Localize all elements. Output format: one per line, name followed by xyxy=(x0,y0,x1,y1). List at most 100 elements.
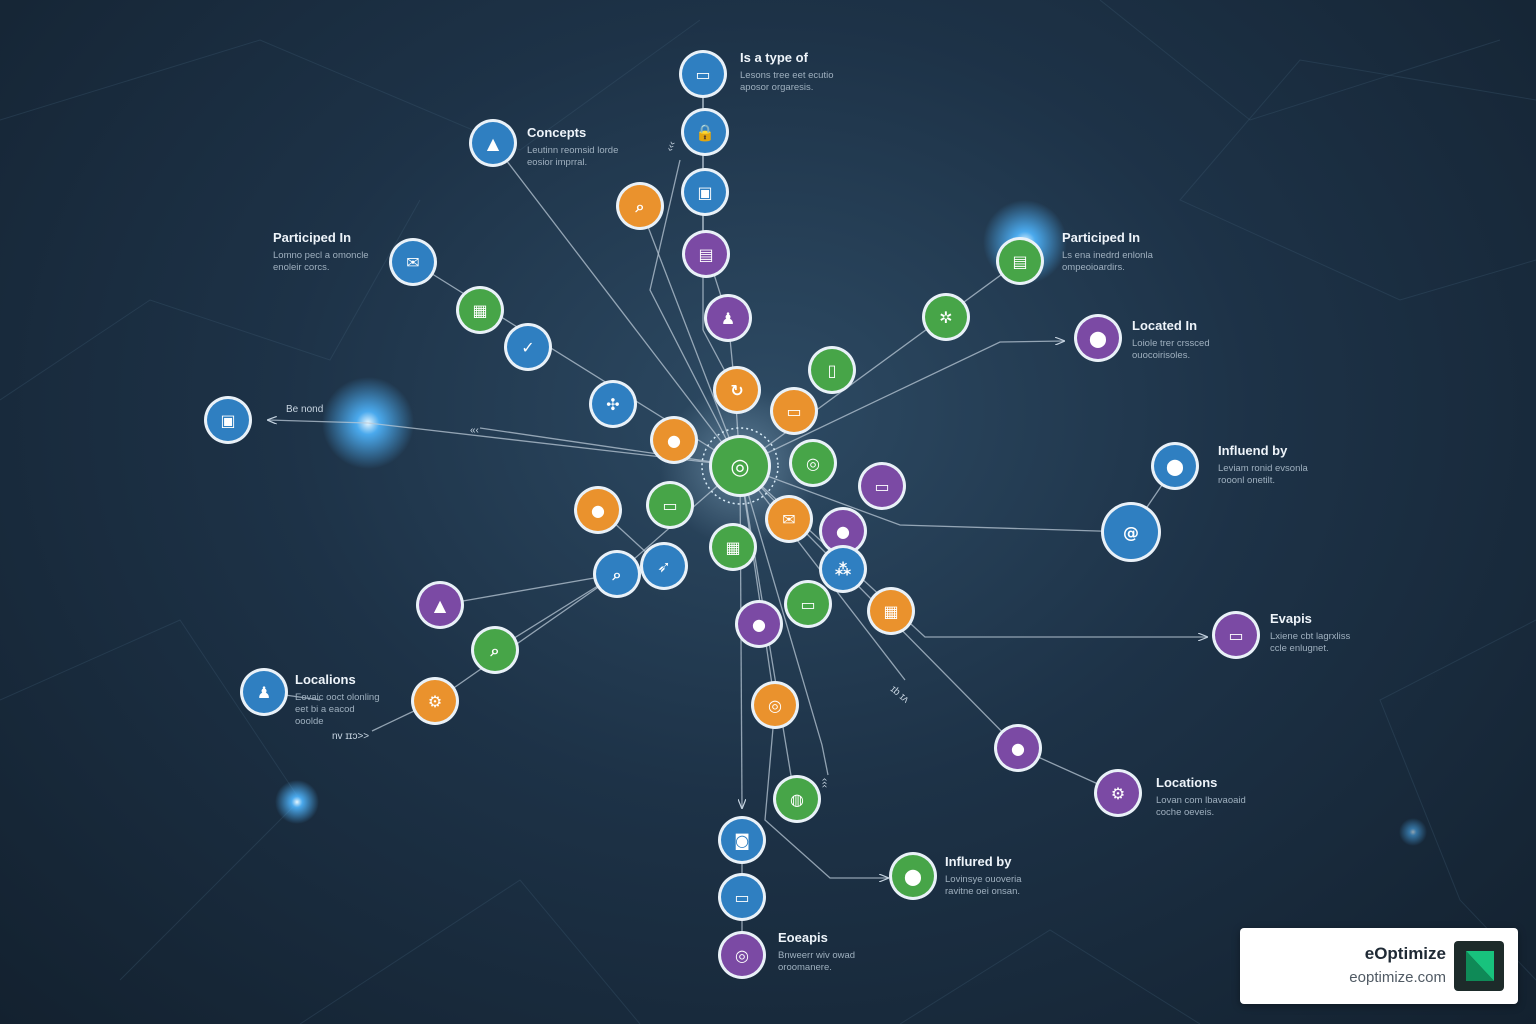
label-description-line: Lovan com lbavaoaid xyxy=(1156,795,1246,806)
node-n-green-2[interactable]: ▯ xyxy=(808,346,856,394)
chat-icon: ▭ xyxy=(800,595,815,614)
node-n-bottom-3[interactable]: ◎ xyxy=(718,931,766,979)
node-n-top-3[interactable]: ▣ xyxy=(681,168,729,216)
node-n-orange-1[interactable]: ⌕ xyxy=(616,182,664,230)
node-n-purple-3[interactable]: ▲ xyxy=(416,581,464,629)
node-n-bottom-1[interactable]: ◙ xyxy=(718,816,766,864)
node-fill xyxy=(999,240,1041,282)
node-n-part-left[interactable]: ✉ xyxy=(389,238,437,286)
node-fill xyxy=(707,297,749,339)
ab-mark-label: ɪb ɪʌ xyxy=(888,684,911,706)
node-n-green-3[interactable]: ◎ xyxy=(789,439,837,487)
node-n-top-1[interactable]: ▭ xyxy=(679,50,727,98)
person-icon: ● xyxy=(591,501,605,520)
node-n-green-8[interactable]: ◍ xyxy=(773,775,821,823)
node-n-blue-5[interactable]: ⁂ xyxy=(819,545,867,593)
node-n-concepts[interactable]: ▲ xyxy=(469,119,517,167)
node-n-locations-right[interactable]: ⚙ xyxy=(1094,769,1142,817)
eoptimize-logo-icon xyxy=(1454,941,1504,991)
node-n-top-5[interactable]: ♟ xyxy=(704,294,752,342)
label-description-line: Lxiene cbt lagrxliss xyxy=(1270,631,1351,642)
node-n-orange-2[interactable]: ↻ xyxy=(713,366,761,414)
node-n-green-6[interactable]: ⌕ xyxy=(471,626,519,674)
target-icon: ◎ xyxy=(735,946,749,965)
label-title: Locations xyxy=(1156,775,1217,790)
brand-url[interactable]: eoptimize.com xyxy=(1349,969,1446,986)
pin-icon: ⬤ xyxy=(1089,329,1107,348)
node-n-purple-5[interactable]: ● xyxy=(994,724,1042,772)
hub-halo xyxy=(701,427,779,505)
node-n-blue-3[interactable]: ⌕ xyxy=(593,550,641,598)
target-icon: ◎ xyxy=(806,454,820,473)
node-n-briefcase[interactable]: ▣ xyxy=(204,396,252,444)
node-fill xyxy=(925,296,967,338)
chevron-mark-top: ‹‹‹ xyxy=(664,140,678,153)
node-n-bottom-2[interactable]: ▭ xyxy=(718,873,766,921)
pin-icon: ⬤ xyxy=(1166,457,1184,476)
node-n-events[interactable]: ▭ xyxy=(1212,611,1260,659)
node-n-green-7[interactable]: ▭ xyxy=(784,580,832,628)
brand-card[interactable]: eOptimize eoptimize.com xyxy=(1240,928,1518,1004)
node-n-blue-1[interactable]: ✓ xyxy=(504,323,552,371)
map-icon: ▦ xyxy=(472,301,487,320)
node-fill xyxy=(649,484,691,526)
gear-icon: ⚙ xyxy=(1111,784,1125,803)
label-description-line: oroomanere. xyxy=(778,962,832,973)
node-n-orange-5[interactable]: ● xyxy=(574,486,622,534)
node-n-orange-9[interactable]: ◎ xyxy=(751,681,799,729)
node-n-green-4[interactable]: ▭ xyxy=(646,481,694,529)
nodes-layer: ◎▭🔒▣▤♟▲⌕✉▦✓✣▣↻▭●▯◎▭●▭✉●▦⌕➶⁂▲⌕♟⚙●▭▦◎◍◙▭◎▤… xyxy=(204,50,1260,979)
node-n-orange-7[interactable]: ⚙ xyxy=(411,677,459,725)
briefcase-icon: ▣ xyxy=(220,411,235,430)
label-title: Localions xyxy=(295,672,356,687)
node-n-blue-big[interactable]: @ xyxy=(1101,502,1161,562)
label-description-line: Lesons tree eet ecutio xyxy=(740,70,833,81)
node-n-blue-4[interactable]: ➶ xyxy=(640,542,688,590)
node-fill xyxy=(684,111,726,153)
node-hub[interactable]: ◎ xyxy=(701,427,779,505)
node-fill xyxy=(596,553,638,595)
node-n-purple-4[interactable]: ● xyxy=(735,600,783,648)
message-icon: ▭ xyxy=(786,402,801,421)
team-icon: ♟ xyxy=(257,683,271,702)
node-fill xyxy=(243,671,285,713)
node-n-orange-6[interactable]: ✉ xyxy=(765,495,813,543)
node-n-orange-3[interactable]: ▭ xyxy=(770,387,818,435)
node-n-top-2[interactable]: 🔒 xyxy=(681,108,729,156)
gear-icon: ⚙ xyxy=(428,692,442,711)
node-fill xyxy=(653,419,695,461)
node-fill xyxy=(592,383,634,425)
label-title: Located In xyxy=(1132,318,1197,333)
node-fill xyxy=(892,855,934,897)
node-n-purple-2[interactable]: ● xyxy=(819,507,867,555)
label-description-line: ouocoirisoles. xyxy=(1132,350,1190,361)
node-n-part-right[interactable]: ▤ xyxy=(996,237,1044,285)
node-n-green-9[interactable]: ✲ xyxy=(922,293,970,341)
node-n-purple-1[interactable]: ▭ xyxy=(858,462,906,510)
node-fill xyxy=(721,876,763,918)
node-n-top-4[interactable]: ▤ xyxy=(682,230,730,278)
node-fill xyxy=(997,727,1039,769)
node-n-green-5[interactable]: ▦ xyxy=(709,523,757,571)
node-fill xyxy=(1104,505,1158,559)
node-n-influ-bottom[interactable]: ⬤ xyxy=(889,852,937,900)
node-fill xyxy=(721,819,763,861)
node-n-orange-8[interactable]: ▦ xyxy=(867,587,915,635)
label-title: Participed In xyxy=(1062,230,1140,245)
label-title: Evapis xyxy=(1270,611,1312,626)
nodes-icon: ⁂ xyxy=(835,560,852,579)
refresh-icon: ↻ xyxy=(730,381,743,400)
node-n-orange-4[interactable]: ● xyxy=(650,416,698,464)
node-n-located[interactable]: ⬤ xyxy=(1074,314,1122,362)
rocket-icon: ➶ xyxy=(657,557,670,576)
node-n-green-1[interactable]: ▦ xyxy=(456,286,504,334)
person-pin-icon: ● xyxy=(1011,739,1025,758)
node-n-influ-right[interactable]: ⬤ xyxy=(1151,442,1199,490)
node-n-locations-left[interactable]: ♟ xyxy=(240,668,288,716)
location-person-icon: ● xyxy=(752,615,766,634)
node-n-blue-2[interactable]: ✣ xyxy=(589,380,637,428)
node-fill xyxy=(419,584,461,626)
